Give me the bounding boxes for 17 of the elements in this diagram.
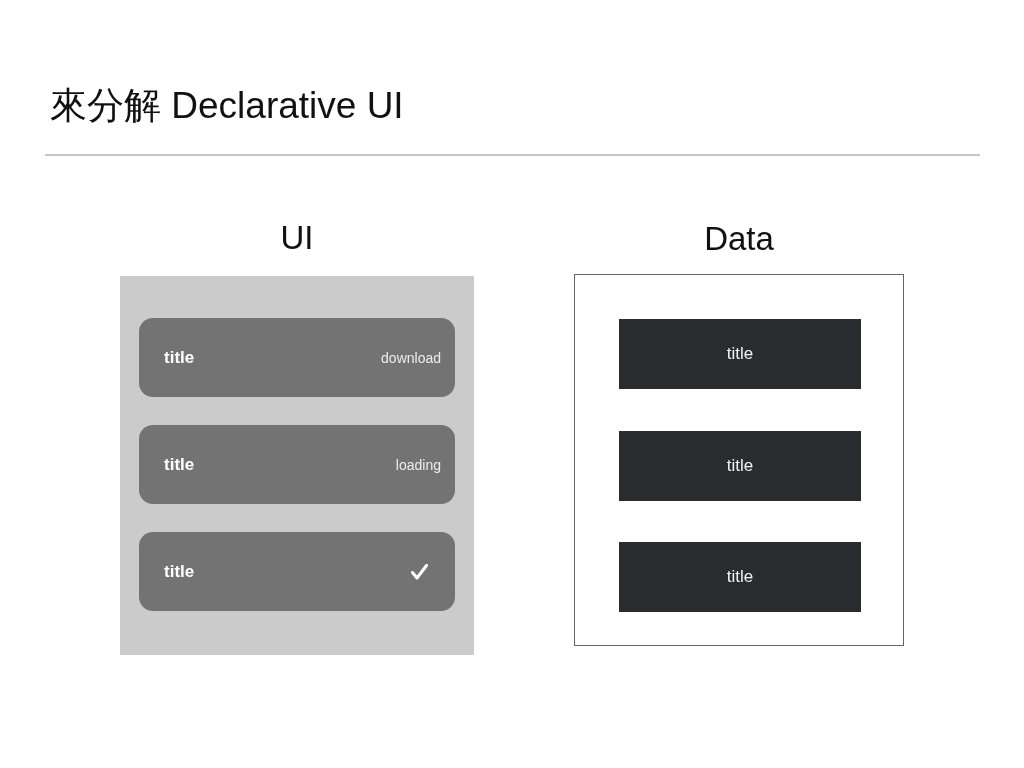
panel-heading: Data [704, 221, 774, 257]
data-title: title [726, 567, 754, 587]
list-row-card [139, 425, 455, 504]
row-title: title [164, 454, 195, 475]
data-title: title [726, 456, 754, 476]
data-block [619, 542, 861, 612]
row-title: title [164, 561, 195, 582]
panel-heading: UI [280, 220, 314, 256]
data-block [619, 431, 861, 501]
slide-title: 來分解 Declarative UI [50, 84, 404, 128]
row-title: title [164, 347, 195, 368]
list-row-card [139, 318, 455, 397]
status-label: download [381, 349, 441, 366]
data-block [619, 319, 861, 389]
status-label: loading [395, 456, 441, 473]
data-title: title [726, 344, 754, 364]
list-row-card [139, 532, 455, 611]
